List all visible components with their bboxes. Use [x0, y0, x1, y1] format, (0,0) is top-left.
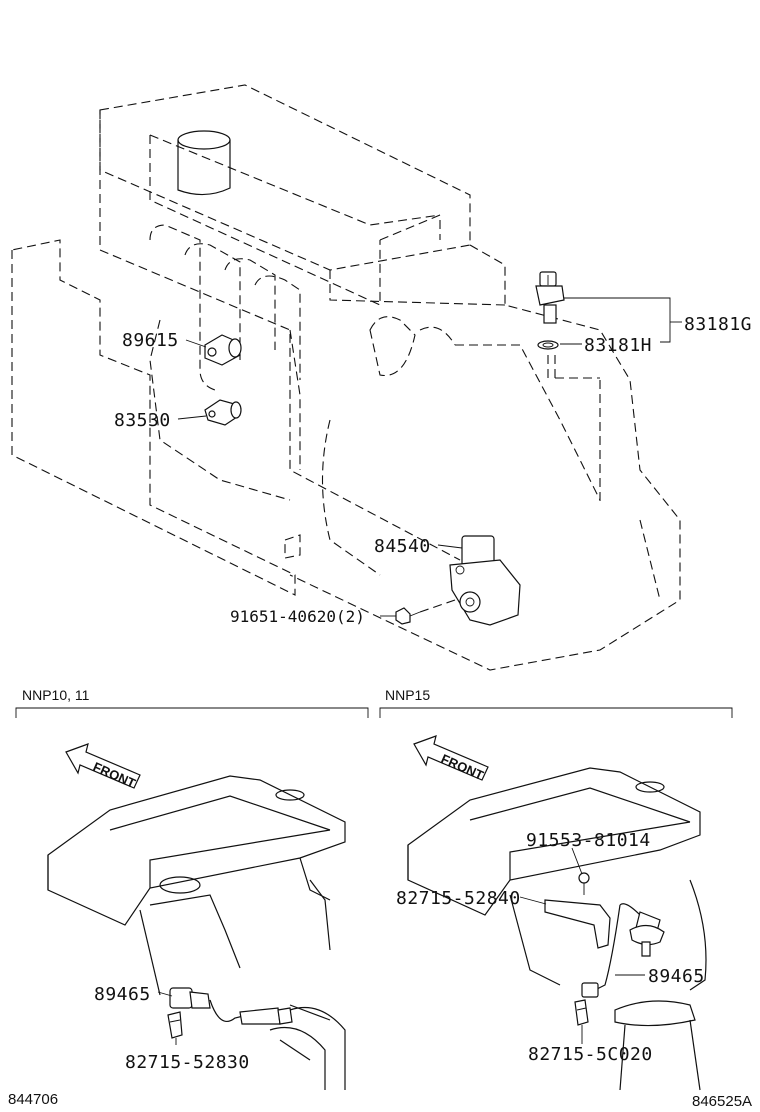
part-number-82715-5c020[interactable]: 82715-5C020 [528, 1044, 653, 1065]
part-number-89615[interactable]: 89615 [122, 330, 179, 351]
bolt-91651-shape [395, 607, 421, 625]
part-number-83530[interactable]: 83530 [114, 410, 171, 431]
part-number-83181g[interactable]: 83181G [684, 314, 752, 335]
part-number-84540[interactable]: 84540 [374, 536, 431, 557]
part-number-91651-40620[interactable]: 91651-40620(2) [230, 607, 365, 626]
section-bracket-left [15, 707, 369, 718]
part-number-89465-left[interactable]: 89465 [94, 984, 151, 1005]
part-number-91553-81014[interactable]: 91553-81014 [526, 830, 651, 851]
section-bracket-right [379, 707, 733, 718]
illustration-code-left: 844706 [8, 1091, 58, 1108]
part-number-82715-52830[interactable]: 82715-52830 [125, 1052, 250, 1073]
engine-cover-left [47, 775, 346, 1090]
front-arrow-left: FRONT [65, 743, 141, 791]
washer-83181h-shape [537, 340, 559, 350]
oxygen-sensor-left [167, 987, 293, 1039]
sensor-89615-shape [204, 334, 242, 366]
part-number-89465-right[interactable]: 89465 [648, 966, 705, 987]
sensor-83530-shape [204, 399, 242, 426]
section-label-nnp15: NNP15 [385, 687, 430, 703]
part-number-82715-52840[interactable]: 82715-52840 [396, 888, 521, 909]
part-number-83181h[interactable]: 83181H [584, 335, 652, 356]
switch-84540-shape [449, 535, 521, 626]
illustration-code-right: 846525A [692, 1093, 752, 1110]
engine-outline [11, 84, 681, 671]
engine-cover-right [407, 767, 707, 1091]
oxygen-sensor-right [574, 903, 665, 1026]
bracket-82715-52840 [544, 872, 611, 949]
front-arrow-right: FRONT [413, 735, 489, 783]
section-label-nnp10-11: NNP10, 11 [22, 687, 90, 703]
sensor-83181g-shape [535, 271, 565, 324]
